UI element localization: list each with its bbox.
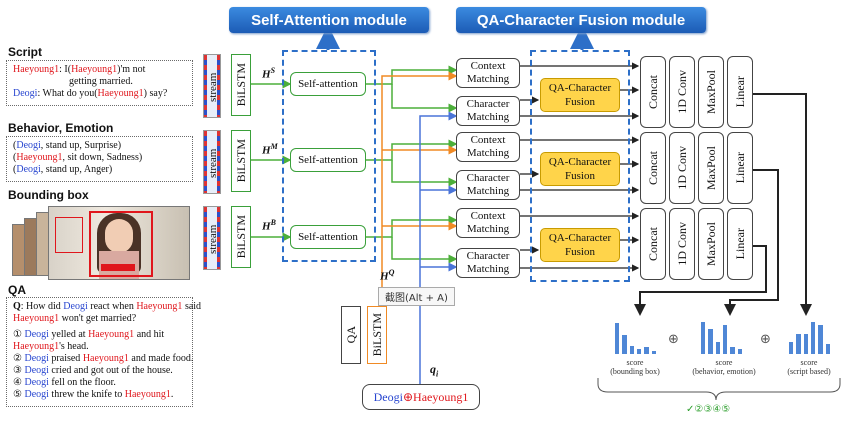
concat-3: Concat: [640, 208, 666, 280]
question-lines: Q: How did Deogi react when Haeyoung1 sa…: [13, 301, 202, 325]
score-bar: [811, 321, 816, 354]
bilstm-script: BiLSTM: [231, 54, 251, 116]
maxpool-1: MaxPool: [698, 56, 724, 128]
qa-character-fusion-1: QA-Character Fusion: [540, 78, 620, 112]
context-matching-2: Context Matching: [456, 132, 520, 162]
score-bar: [796, 333, 801, 354]
answer-marks: ✓②③④⑤: [686, 404, 731, 415]
behavior-title: Behavior, Emotion: [8, 121, 114, 135]
score-bar: [615, 323, 620, 354]
score-caption-bbox: score (bounding box): [610, 358, 660, 376]
score-chart-bbox: [614, 320, 658, 354]
text-line: Q: How did Deogi react when Haeyoung1 sa…: [13, 301, 202, 312]
score-bar: [803, 333, 808, 354]
context-matching-3: Context Matching: [456, 208, 520, 238]
bbox-title: Bounding box: [8, 188, 89, 202]
score-bar: [737, 348, 742, 354]
plus-icon-1: ⊕: [668, 332, 679, 347]
score-bar: [789, 342, 794, 354]
text-line: ④ Deogi fell on the floor.: [13, 377, 116, 388]
text-line: (Deogi, stand up, Surprise): [13, 140, 122, 151]
text-line: ① Deogi yelled at Haeyoung1 and hit: [13, 329, 165, 340]
score-chart-script: [788, 320, 832, 354]
maxpool-2: MaxPool: [698, 132, 724, 204]
self-attention-box-bbox: Self-attention: [290, 225, 366, 249]
qa-character-fusion-2: QA-Character Fusion: [540, 152, 620, 186]
video-frames-image: [12, 206, 190, 280]
character-matching-1: Character Matching: [456, 96, 520, 126]
bilstm-qa: BiLSTM: [367, 306, 387, 364]
score-bar: [730, 347, 735, 354]
label-h-q: HQ: [380, 268, 395, 283]
label-h-b: HB: [262, 218, 276, 233]
self-attention-module-region: [282, 50, 376, 262]
qa-box: Q: How did Deogi react when Haeyoung1 sa…: [6, 297, 202, 407]
qa-character-fusion-3: QA-Character Fusion: [540, 228, 620, 262]
score-bar: [622, 335, 627, 354]
text-line: getting married.: [69, 76, 133, 87]
score-bar: [629, 345, 634, 354]
conv-1: 1D Conv: [669, 56, 695, 128]
linear-3: Linear: [727, 208, 753, 280]
script-title: Script: [8, 45, 43, 59]
character-matching-3: Character Matching: [456, 248, 520, 278]
concat-2: Concat: [640, 132, 666, 204]
self-attention-box-script: Self-attention: [290, 72, 366, 96]
conv-2: 1D Conv: [669, 132, 695, 204]
context-matching-1: Context Matching: [456, 58, 520, 88]
text-line: Haeyoung1: I(Haeyoung1)'m not: [13, 64, 146, 75]
text-line: Haeyoung1's head.: [13, 341, 89, 352]
score-bar: [701, 321, 706, 354]
linear-1: Linear: [727, 56, 753, 128]
score-caption-script: score (script based): [787, 358, 831, 376]
label-q-i: qi: [430, 362, 439, 379]
qa-fusion-module-banner: QA-Character Fusion module: [456, 7, 706, 33]
label-h-s: HS: [262, 66, 276, 81]
score-bar: [708, 328, 713, 354]
stream-behavior: stream: [203, 130, 221, 194]
score-bar: [723, 325, 728, 354]
qa-title: QA: [8, 283, 26, 297]
score-bar: [644, 347, 649, 354]
character-matching-2: Character Matching: [456, 170, 520, 200]
linear-2: Linear: [727, 132, 753, 204]
score-bar: [637, 348, 642, 354]
text-line: Deogi: What do you(Haeyoung1) say?: [13, 88, 168, 99]
text-line: (Haeyoung1, sit down, Sadness): [13, 152, 143, 163]
score-bar: [818, 325, 823, 354]
character-pair-box: Deogi⊕Haeyoung1: [362, 384, 480, 410]
text-line: Haeyoung1 won't get married?: [13, 313, 137, 324]
text-line: ③ Deogi cried and got out of the house.: [13, 365, 173, 376]
self-attention-module-banner: Self-Attention module: [229, 7, 429, 33]
bilstm-behavior: BiLSTM: [231, 130, 251, 192]
score-bar: [715, 342, 720, 354]
text-line: ⑤ Deogi threw the knife to Haeyoung1.: [13, 389, 174, 400]
score-bar: [651, 350, 656, 354]
label-h-m: HM: [262, 142, 278, 157]
conv-3: 1D Conv: [669, 208, 695, 280]
stream-script: stream: [203, 54, 221, 118]
screenshot-tooltip: 截图(Alt + A): [378, 287, 455, 306]
behavior-lines: (Deogi, stand up, Surprise)(Haeyoung1, s…: [13, 140, 186, 176]
score-bar: [825, 343, 830, 354]
qa-fusion-module-region: [530, 50, 630, 282]
qa-input-box: QA: [341, 306, 361, 364]
text-line: ② Deogi praised Haeyoung1 and made food.: [13, 353, 194, 364]
stream-bbox: stream: [203, 206, 221, 270]
bilstm-bbox: BiLSTM: [231, 206, 251, 268]
concat-1: Concat: [640, 56, 666, 128]
behavior-box: (Deogi, stand up, Surprise)(Haeyoung1, s…: [6, 136, 193, 182]
maxpool-3: MaxPool: [698, 208, 724, 280]
score-chart-behavior: [700, 320, 744, 354]
score-caption-behavior: score (behavior, emotion): [692, 358, 756, 376]
text-line: (Deogi, stand up, Anger): [13, 164, 113, 175]
self-attention-box-behavior: Self-attention: [290, 148, 366, 172]
plus-icon-2: ⊕: [760, 332, 771, 347]
